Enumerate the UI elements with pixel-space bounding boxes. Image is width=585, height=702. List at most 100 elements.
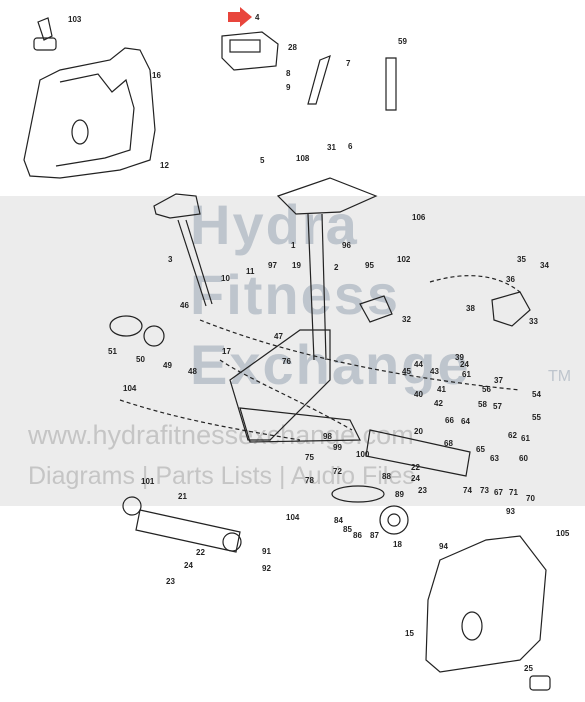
callout-84: 84 (334, 516, 343, 525)
callout-50: 50 (136, 355, 145, 364)
callout-23: 23 (418, 486, 427, 495)
callout-17: 17 (222, 347, 231, 356)
callout-86: 86 (353, 531, 362, 540)
bracket-part (359, 295, 393, 323)
callout-104b: 104 (286, 513, 300, 522)
callout-75: 75 (305, 453, 314, 462)
callout-44: 44 (414, 360, 423, 369)
console-part (221, 31, 279, 71)
main-frame-part (229, 177, 378, 443)
end-cap-part (222, 532, 242, 552)
callout-21: 21 (178, 492, 187, 501)
callout-24: 24 (460, 360, 469, 369)
callout-65: 65 (476, 445, 485, 454)
callout-22: 22 (411, 463, 420, 472)
callout-101: 101 (141, 477, 155, 486)
callout-33: 33 (529, 317, 538, 326)
pulley-part (143, 325, 165, 347)
callout-23b: 23 (166, 577, 175, 586)
callout-12: 12 (160, 161, 169, 170)
callout-106: 106 (412, 213, 426, 222)
callout-49: 49 (163, 361, 172, 370)
callout-100: 100 (356, 450, 370, 459)
callout-64: 64 (461, 417, 470, 426)
callout-57: 57 (493, 402, 502, 411)
watermark-tagline: Diagrams | Parts Lists | Audio Files (28, 462, 415, 490)
callout-93: 93 (506, 507, 515, 516)
callout-89: 89 (395, 490, 404, 499)
foot-part (529, 675, 551, 691)
callout-25: 25 (524, 664, 533, 673)
watermark-line3: Exchange (190, 333, 471, 396)
callout-6: 6 (348, 142, 353, 151)
callout-38: 38 (466, 304, 475, 313)
magnet-part (491, 291, 531, 327)
callout-88: 88 (382, 472, 391, 481)
callout-1: 1 (291, 241, 296, 250)
watermark-url: www.hydrafitnessexchange.com (28, 420, 414, 450)
callout-68: 68 (444, 439, 453, 448)
watermark-line2: Fitness (190, 263, 401, 326)
callout-42: 42 (434, 399, 443, 408)
callout-55: 55 (532, 413, 541, 422)
callout-103: 103 (68, 15, 82, 24)
callout-78: 78 (305, 476, 314, 485)
callout-37: 37 (494, 376, 503, 385)
callout-43: 43 (430, 367, 439, 376)
callout-39: 39 (455, 353, 464, 362)
callout-98: 98 (323, 432, 332, 441)
callout-61b: 61 (521, 434, 530, 443)
belt-part (109, 315, 143, 337)
callout-97: 97 (268, 261, 277, 270)
callout-60: 60 (519, 454, 528, 463)
callout-91: 91 (262, 547, 271, 556)
callout-3: 3 (168, 255, 173, 264)
callout-108: 108 (296, 154, 310, 163)
end-cap-part (122, 496, 142, 516)
callout-24b: 24 (411, 474, 420, 483)
callout-36: 36 (506, 275, 515, 284)
callout-96: 96 (342, 241, 351, 250)
rear-shroud-part (23, 47, 156, 179)
callout-72: 72 (333, 467, 342, 476)
handlebar-post-part (307, 54, 331, 105)
callout-85: 85 (343, 525, 352, 534)
callout-5: 5 (260, 156, 265, 165)
callout-63: 63 (490, 454, 499, 463)
callout-28: 28 (288, 43, 297, 52)
callout-76: 76 (282, 357, 291, 366)
callout-16: 16 (152, 71, 161, 80)
callout-102: 102 (397, 255, 411, 264)
callout-32: 32 (402, 315, 411, 324)
callout-46: 46 (180, 301, 189, 310)
callout-45: 45 (402, 367, 411, 376)
seat-part (153, 193, 213, 307)
callout-73: 73 (480, 486, 489, 495)
callout-34: 34 (540, 261, 549, 270)
callout-105: 105 (556, 529, 570, 538)
callout-11: 11 (246, 267, 255, 276)
callout-10: 10 (221, 274, 230, 283)
callout-99: 99 (333, 443, 342, 452)
callout-67: 67 (494, 488, 503, 497)
callout-94: 94 (439, 542, 448, 551)
watermark-band (0, 196, 585, 506)
callout-47: 47 (274, 332, 283, 341)
watermark-line1: Hydra (190, 193, 359, 256)
callout-8: 8 (286, 69, 291, 78)
callout-24c: 24 (184, 561, 193, 570)
callout-9: 9 (286, 83, 291, 92)
callout-87: 87 (370, 531, 379, 540)
chainring-part (379, 505, 409, 535)
callout-56: 56 (482, 385, 491, 394)
callout-95: 95 (365, 261, 374, 270)
callout-59: 59 (398, 37, 407, 46)
callout-20: 20 (414, 427, 423, 436)
callout-35: 35 (517, 255, 526, 264)
callout-41: 41 (437, 385, 446, 394)
front-shroud-part (425, 535, 547, 673)
callout-7: 7 (346, 59, 351, 68)
callout-22b: 22 (196, 548, 205, 557)
callout-40: 40 (414, 390, 423, 399)
